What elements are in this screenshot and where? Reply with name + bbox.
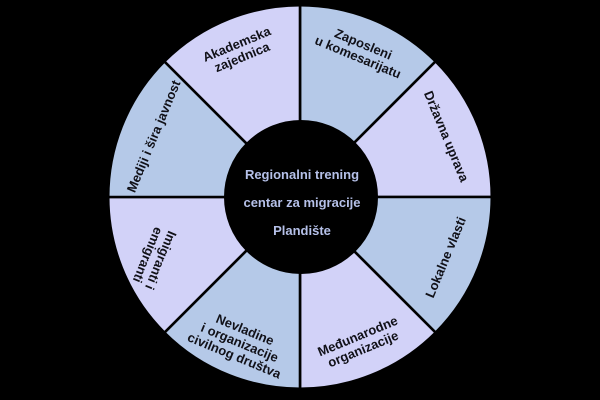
center-hub-text: Regionalni trening centar za migracije P…: [243, 167, 360, 238]
center-hub-circle: [224, 120, 378, 274]
wheel-sectors: [105, 2, 495, 392]
center-text-line: centar za migracije: [243, 195, 360, 210]
center-text-line: Regionalni trening: [245, 167, 359, 182]
wheel-outer-rim: [104, 1, 496, 393]
center-text-line: Plandište: [273, 223, 331, 238]
